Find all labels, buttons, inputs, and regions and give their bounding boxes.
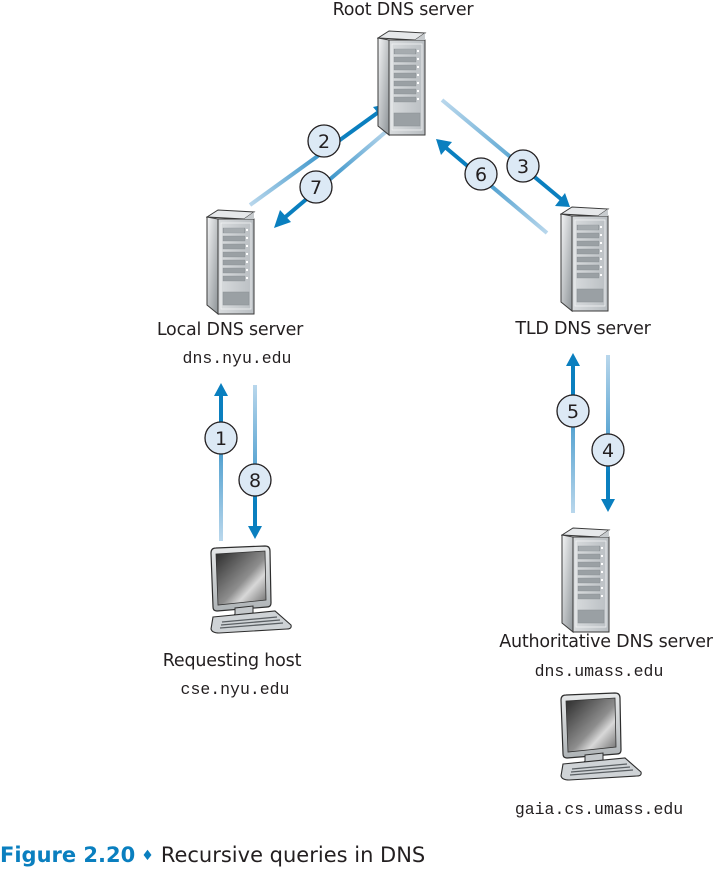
arrow-step-4 [601,355,615,512]
step-number: 7 [310,177,322,199]
arrow-step-6 [436,139,549,235]
arrow-step-8 [248,385,262,539]
step-badge-1: 1 [204,421,238,455]
step-badge-7: 7 [299,170,333,204]
step-badge-3: 3 [506,149,540,183]
local-dns-server-label: Local DNS server [156,320,304,340]
step-number: 8 [249,470,261,492]
root-dns-server-icon [377,30,426,136]
step-badge-2: 2 [307,124,341,158]
local-dns-server-icon [206,209,255,315]
step-badge-circle [299,170,333,204]
step-badge-circle [464,157,498,191]
requesting-host-computer-icon [210,545,292,634]
step-badge-circle [591,433,625,467]
diamond-separator-icon: ♦ [141,848,154,864]
requesting-host-hostname: cse.nyu.edu [180,680,290,699]
step-number: 4 [602,440,614,462]
arrow-step-7 [274,128,390,228]
arrow-step-1 [214,383,228,541]
step-badge-6: 6 [464,157,498,191]
authoritative-dns-server-icon [561,527,610,633]
step-badge-circle [556,394,590,428]
step-number: 6 [475,164,487,186]
local-dns-server-hostname: dns.nyu.edu [182,349,292,368]
step-badge-circle [307,124,341,158]
figure-caption: Figure 2.20 ♦ Recursive queries in DNS [0,843,425,867]
step-number: 3 [517,156,529,178]
figure-caption-text: Recursive queries in DNS [160,843,426,867]
authoritative-dns-server-label: Authoritative DNS server [499,632,713,652]
authoritative-dns-server-hostname: dns.umass.edu [534,662,664,681]
tld-dns-server-label: TLD DNS server [515,319,651,339]
step-badge-circle [506,149,540,183]
step-number: 2 [318,131,330,153]
step-number: 1 [215,428,227,450]
root-dns-server-label: Root DNS server [332,0,474,20]
step-badge-8: 8 [238,463,272,497]
requesting-host-label: Requesting host [162,651,302,671]
step-badge-circle [238,463,272,497]
gaia-host-hostname: gaia.cs.umass.edu [514,800,684,819]
gaia-host-computer-icon [560,692,642,781]
arrow-step-5 [566,353,580,513]
tld-dns-server-icon [560,206,609,312]
step-number: 5 [567,401,579,423]
step-badge-5: 5 [556,394,590,428]
figure-number: Figure 2.20 [0,843,136,867]
step-badge-circle [204,421,238,455]
arrow-step-3 [440,98,570,207]
step-badge-4: 4 [591,433,625,467]
